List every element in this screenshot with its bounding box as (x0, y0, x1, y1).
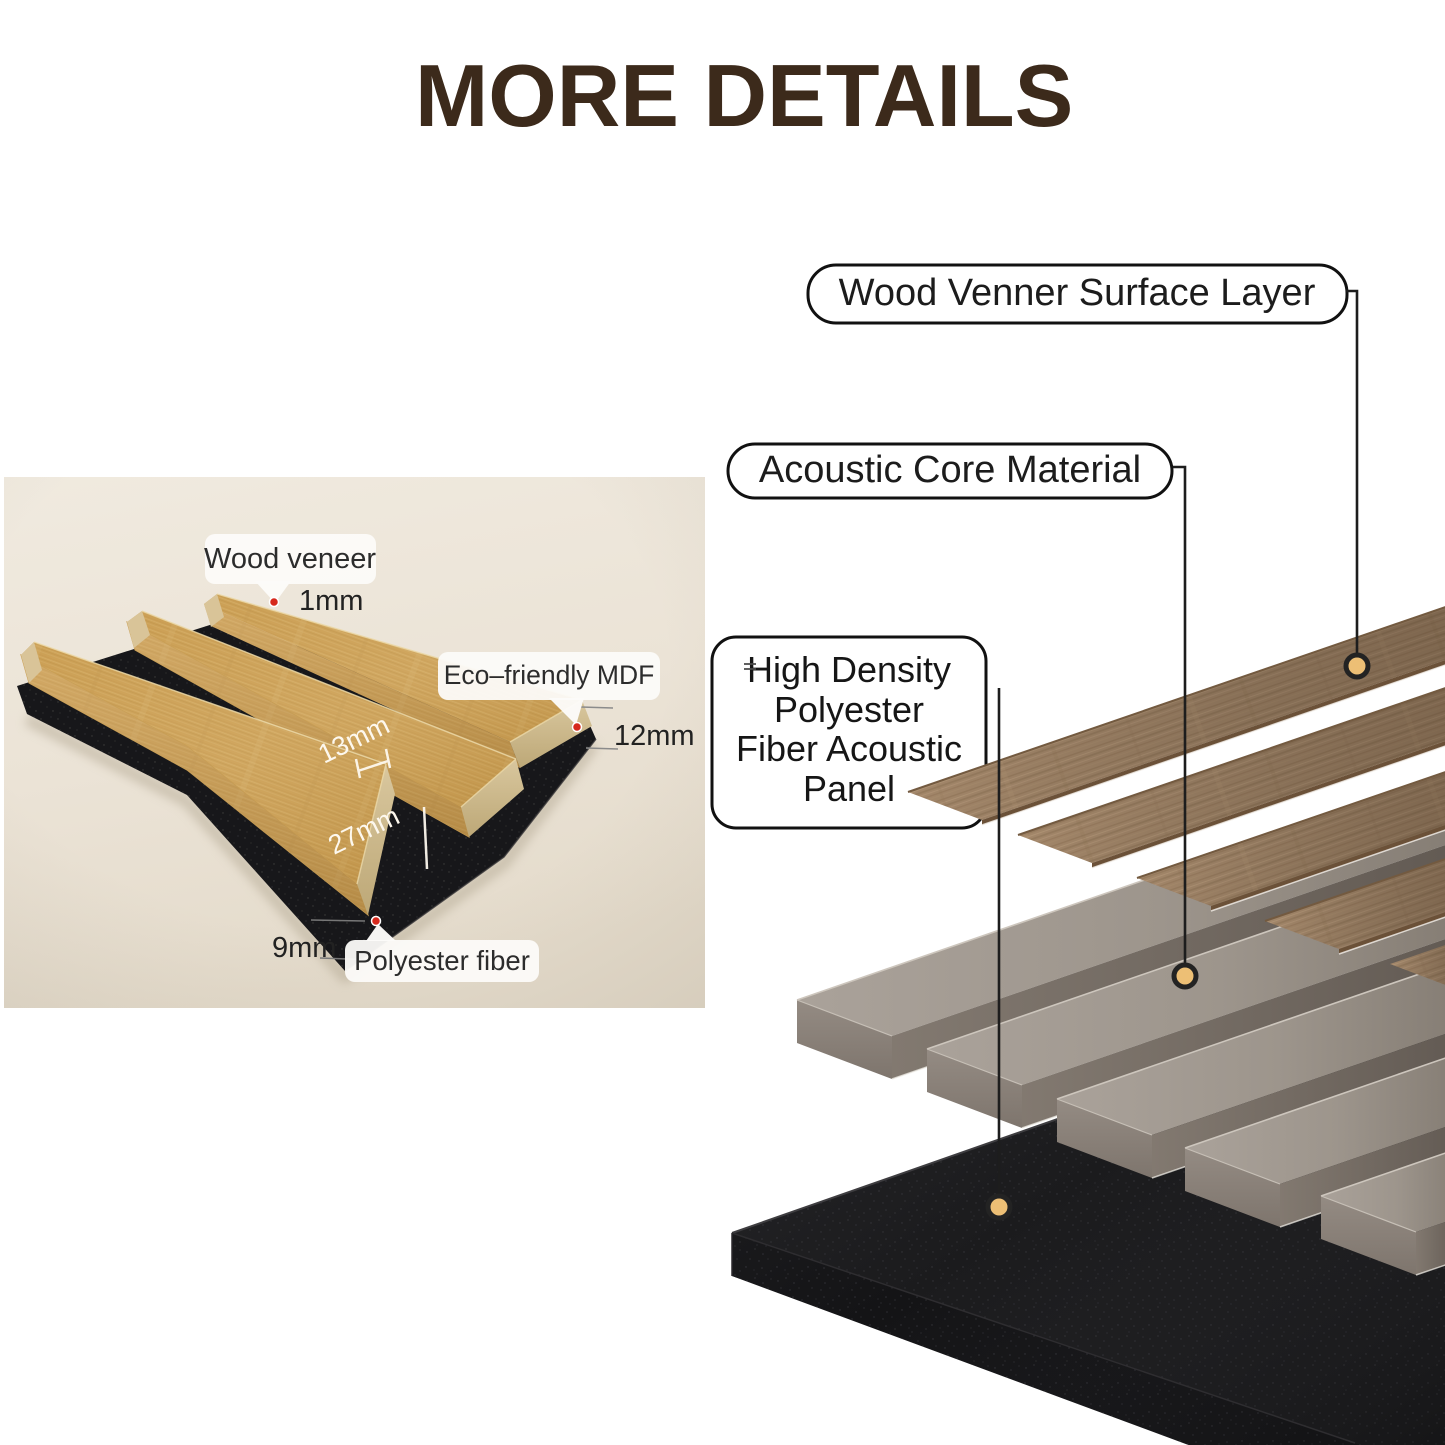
svg-text:Eco–friendly MDF: Eco–friendly MDF (444, 660, 655, 690)
svg-text:Panel: Panel (803, 768, 895, 809)
svg-text:Wood veneer: Wood veneer (204, 543, 376, 575)
svg-text:Polyester: Polyester (774, 689, 924, 730)
svg-text:High Density: High Density (747, 649, 951, 690)
svg-text:Wood Venner Surface Layer: Wood Venner Surface Layer (839, 272, 1316, 314)
svg-text:12mm: 12mm (614, 720, 695, 752)
svg-text:1mm: 1mm (299, 585, 363, 617)
svg-text:Acoustic Core Material: Acoustic Core Material (759, 449, 1141, 491)
svg-text:Polyester fiber: Polyester fiber (354, 945, 530, 976)
svg-text:Fiber Acoustic: Fiber Acoustic (736, 728, 962, 769)
svg-text:9mm: 9mm (272, 932, 336, 964)
